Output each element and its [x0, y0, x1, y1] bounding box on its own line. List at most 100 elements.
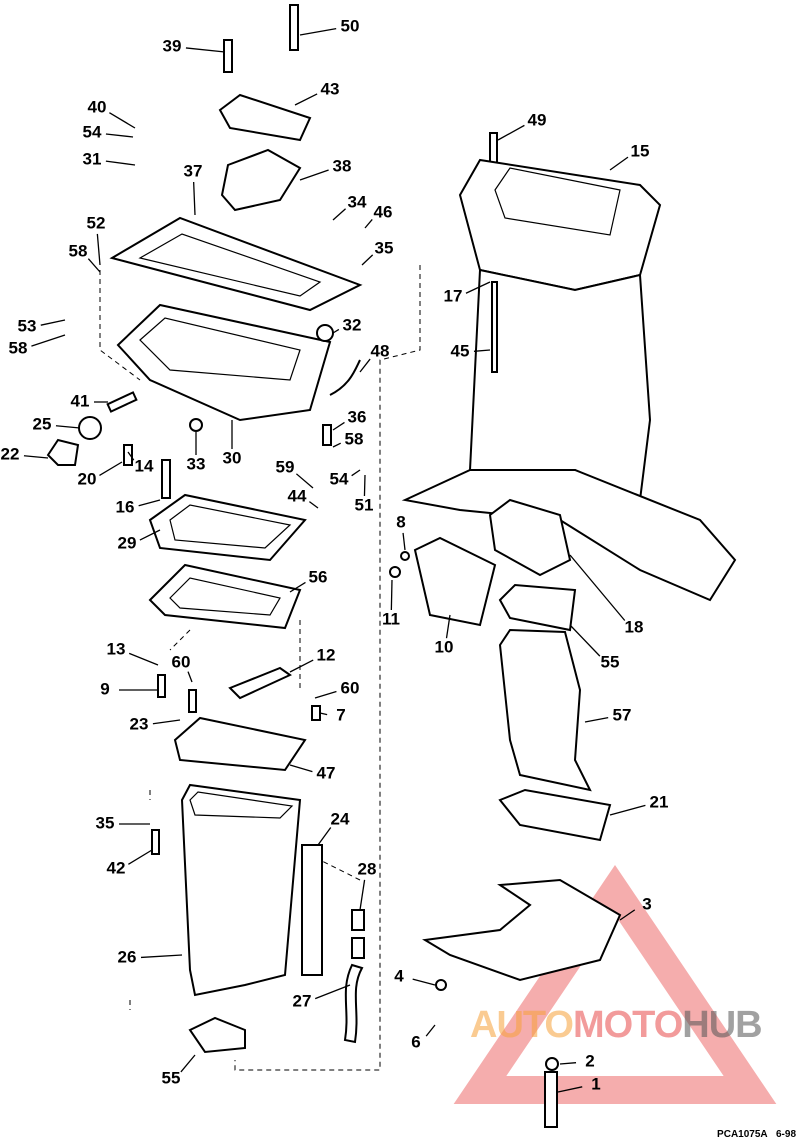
callout-number: 2 [585, 1051, 594, 1070]
leader-line [55, 425, 81, 429]
callout-number: 9 [100, 679, 109, 698]
callout-number: 8 [396, 512, 405, 531]
callout-number: 56 [309, 567, 328, 586]
leader-line [314, 984, 351, 1000]
callout-number: 52 [87, 213, 106, 232]
callout-number: 3 [642, 894, 651, 913]
callout-number: 47 [317, 763, 336, 782]
leader-line [619, 909, 636, 921]
callout-number: 60 [172, 652, 191, 671]
callout-number: 12 [317, 645, 336, 664]
callout-number: 37 [184, 161, 203, 180]
callout-number: 48 [371, 341, 390, 360]
callout-number: 45 [451, 341, 470, 360]
callout-number: 44 [288, 486, 307, 505]
callout-number: 34 [348, 192, 367, 211]
callout-number: 58 [345, 429, 364, 448]
leader-line [319, 712, 328, 716]
callout-number: 51 [355, 495, 374, 514]
callout-number: 30 [223, 448, 242, 467]
leader-line [96, 233, 101, 266]
callout-number: 23 [130, 714, 149, 733]
callout-number: 26 [118, 947, 137, 966]
leader-line [138, 499, 161, 507]
leader-line [425, 1024, 436, 1037]
left-assembly [46, 4, 365, 1054]
leader-line [294, 93, 318, 106]
leader-line [473, 349, 491, 352]
callout-number: 18 [625, 617, 644, 636]
leader-line [187, 671, 193, 683]
leader-line [557, 1086, 583, 1093]
leader-line [390, 579, 393, 611]
leader-line [152, 719, 181, 725]
leader-line [140, 954, 183, 959]
leader-line [193, 181, 196, 216]
callout-number: 58 [9, 338, 28, 357]
callout-number: 4 [394, 966, 404, 985]
leader-line [139, 529, 161, 541]
leader-line [351, 469, 361, 477]
leader-line [180, 1054, 196, 1073]
callout-number: 10 [435, 637, 454, 656]
leader-line [127, 451, 135, 461]
leader-line [569, 624, 601, 657]
callout-number: 1 [591, 1074, 600, 1093]
leader-line [359, 879, 366, 911]
leader-line [332, 328, 340, 334]
callout-number: 46 [374, 202, 393, 221]
leader-line [105, 160, 136, 166]
leader-line [412, 978, 436, 986]
leader-line [40, 319, 66, 326]
callout-number: 17 [444, 286, 463, 305]
callout-number: 35 [375, 238, 394, 257]
leader-line [317, 827, 332, 846]
callout-number: 55 [162, 1068, 181, 1087]
leader-line [309, 501, 319, 509]
callout-number: 21 [650, 792, 669, 811]
leader-line [559, 1062, 577, 1065]
leader-line [185, 47, 226, 53]
leader-line [314, 690, 337, 699]
callout-number: 50 [341, 16, 360, 35]
callout-number: 42 [107, 858, 126, 877]
leader-line [609, 156, 629, 171]
callout-number: 31 [83, 149, 102, 168]
leader-line [299, 27, 337, 36]
callout-number: 58 [69, 241, 88, 260]
callout-number: 14 [135, 456, 154, 475]
callout-number: 41 [71, 391, 90, 410]
callout-number: 55 [601, 652, 620, 671]
leader-line [295, 473, 314, 489]
leader-line [359, 358, 371, 373]
callout-number: 29 [118, 533, 137, 552]
callout-number: 32 [343, 315, 362, 334]
leader-line [465, 281, 491, 294]
leader-line [87, 258, 101, 273]
callout-number: 38 [333, 156, 352, 175]
leader-line [402, 532, 406, 551]
callout-number: 15 [631, 141, 650, 160]
callout-number: 11 [382, 609, 400, 628]
leader-line [289, 659, 314, 673]
leader-line [584, 716, 609, 723]
callout-number: 60 [341, 678, 360, 697]
leader-line [363, 474, 366, 497]
leader-line [23, 455, 49, 459]
watermark-logo [453, 864, 777, 1104]
leader-line [99, 461, 123, 476]
callout-number: 59 [276, 457, 295, 476]
leader-line [128, 849, 153, 865]
assembly-guide-lines [99, 265, 421, 1071]
callout-number: 6 [411, 1032, 420, 1051]
leader-line [569, 554, 626, 621]
figure-code: PCA1075A 6-98 [717, 1129, 796, 1140]
callout-number: 33 [187, 454, 206, 473]
callout-number: 22 [1, 444, 20, 463]
leader-line [361, 254, 374, 266]
leader-line [332, 421, 345, 431]
callout-number: 54 [83, 122, 102, 141]
callout-number: 20 [78, 469, 97, 488]
callout-number: 54 [330, 469, 349, 488]
callout-number: 43 [321, 79, 340, 98]
